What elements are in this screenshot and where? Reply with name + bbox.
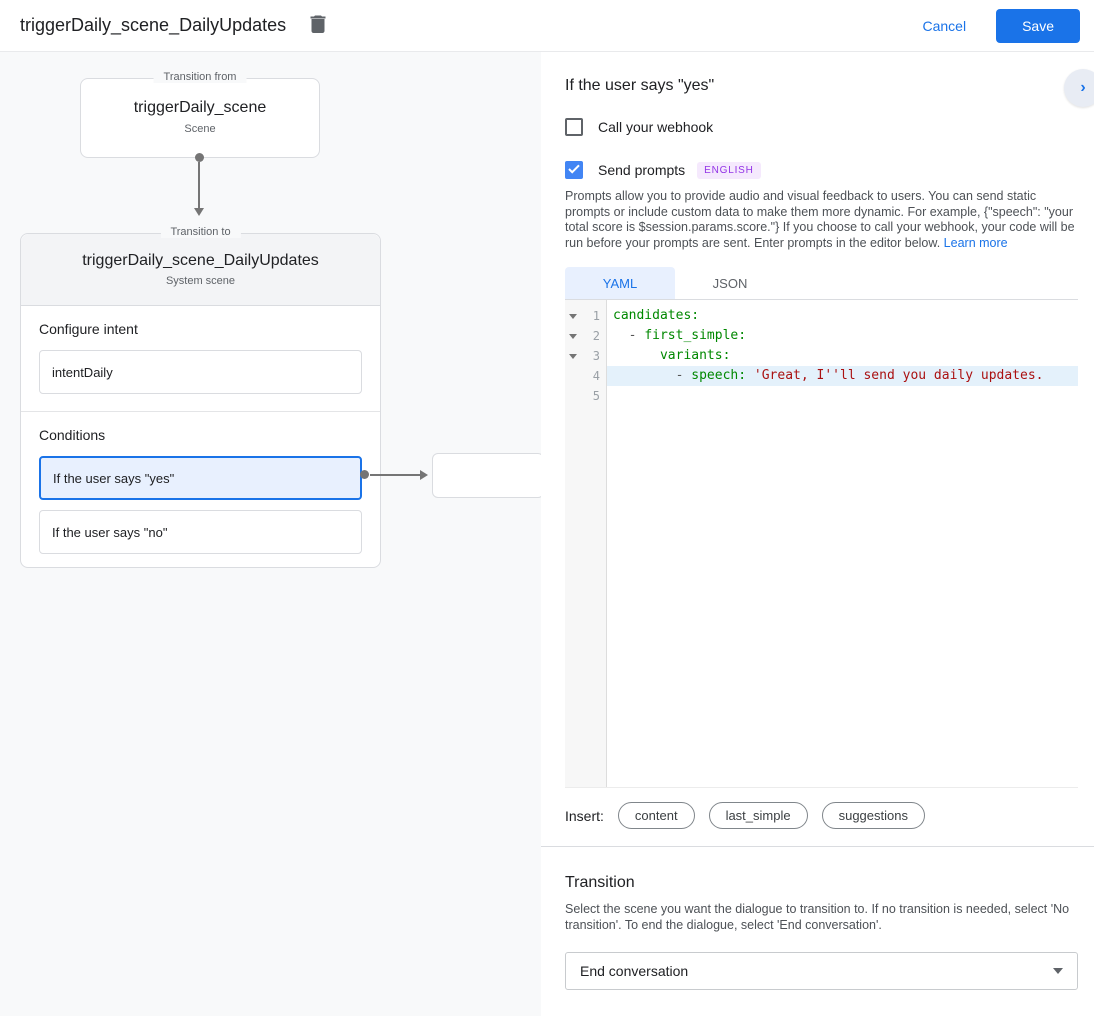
insert-label: Insert: <box>565 807 604 824</box>
top-bar: triggerDaily_scene_DailyUpdates Cancel S… <box>0 0 1094 52</box>
editor-line-gutter: 5 <box>565 386 607 406</box>
trash-icon <box>310 15 326 36</box>
to-scene-subtitle: System scene <box>165 275 236 287</box>
insert-chip-content[interactable]: content <box>617 802 695 830</box>
connector-dot-top <box>195 153 204 162</box>
transition-title: Transition <box>565 874 635 892</box>
fold-arrow-icon[interactable] <box>569 313 577 319</box>
configure-intent-section: Configure intent intentDaily <box>21 306 380 412</box>
editor-line-3[interactable]: 3 variants: <box>565 346 1078 366</box>
line-number: 5 <box>592 389 600 404</box>
transition-to-legend: Transition to <box>160 226 241 238</box>
transition-select[interactable]: End conversation <box>565 951 1078 990</box>
prompts-description-text: Prompts allow you to provide audio and v… <box>565 189 1075 250</box>
tab-json[interactable]: JSON <box>675 267 785 299</box>
editor-line-code <box>607 386 1078 406</box>
transition-description: Select the scene you want the dialogue t… <box>565 902 1070 932</box>
delete-scene-button[interactable] <box>304 12 332 40</box>
line-number: 1 <box>592 309 600 324</box>
editor-gutter <box>565 300 607 788</box>
webhook-checkbox[interactable] <box>565 118 583 136</box>
editor-line-gutter: 1 <box>565 306 607 326</box>
to-scene-header: triggerDaily_scene_DailyUpdates System s… <box>21 234 380 306</box>
fold-arrow-icon[interactable] <box>569 333 577 339</box>
prompts-description: Prompts allow you to provide audio and v… <box>565 189 1078 251</box>
cancel-button[interactable]: Cancel <box>922 17 967 34</box>
transition-select-value: End conversation <box>580 962 689 979</box>
intent-item[interactable]: intentDaily <box>39 350 362 394</box>
line-number: 4 <box>592 369 600 384</box>
fold-arrow-icon[interactable] <box>569 353 577 359</box>
connector-line-horizontal <box>370 474 422 476</box>
webhook-row: Call your webhook <box>565 118 1094 136</box>
editor-format-tabs: YAML JSON <box>565 267 1078 301</box>
line-number: 2 <box>592 329 600 344</box>
editor-line-1[interactable]: 1 candidates: <box>565 306 1078 326</box>
conditions-section: Conditions If the user says "yes" If the… <box>21 412 380 569</box>
editor-line-code: - speech: 'Great, I''ll send you daily u… <box>607 366 1078 387</box>
to-scene-title: triggerDaily_scene_DailyUpdates <box>82 252 319 269</box>
send-prompts-checkbox[interactable] <box>565 161 583 179</box>
conditions-label: Conditions <box>39 427 106 443</box>
next-scene-node[interactable] <box>432 453 541 498</box>
learn-more-link[interactable]: Learn more <box>943 235 1008 250</box>
send-prompts-row: Send prompts ENGLISH <box>565 161 1094 179</box>
section-divider <box>541 846 1094 848</box>
tab-yaml[interactable]: YAML <box>565 267 675 300</box>
transition-to-node: Transition to triggerDaily_scene_DailyUp… <box>20 226 381 569</box>
arrow-down-icon <box>194 208 204 216</box>
transition-from-legend: Transition from <box>153 71 247 83</box>
connector-dot-right <box>360 470 369 479</box>
transition-from-node[interactable]: Transition from triggerDaily_scene Scene <box>80 71 320 158</box>
dropdown-caret-icon <box>1053 967 1063 974</box>
insert-chip-suggestions[interactable]: suggestions <box>821 802 925 830</box>
editor-line-code: - first_simple: <box>613 328 747 344</box>
configure-intent-label: Configure intent <box>39 321 138 337</box>
insert-chip-last_simple[interactable]: last_simple <box>708 802 808 830</box>
editor-line-2[interactable]: 2 - first_simple: <box>565 326 1078 346</box>
from-scene-title: triggerDaily_scene <box>133 99 267 116</box>
editor-line-gutter: 2 <box>565 326 607 346</box>
checkmark-icon <box>568 161 580 179</box>
chevron-right-icon: › <box>1080 79 1086 96</box>
send-prompts-label: Send prompts <box>598 162 686 178</box>
condition-item-no[interactable]: If the user says "no" <box>39 510 362 554</box>
editor-line-4[interactable]: 4 - speech: 'Great, I''ll send you daily… <box>565 366 1078 387</box>
line-number: 3 <box>592 349 600 364</box>
condition-item-yes[interactable]: If the user says "yes" <box>39 456 362 500</box>
page-title: triggerDaily_scene_DailyUpdates <box>20 15 287 35</box>
editor-line-code: variants: <box>659 348 731 364</box>
insert-row: Insert: content last_simple suggestions <box>565 802 1078 830</box>
arrow-right-icon <box>420 470 428 480</box>
insert-chips: content last_simple suggestions <box>617 802 939 830</box>
webhook-label: Call your webhook <box>598 119 714 135</box>
language-badge: ENGLISH <box>697 161 761 179</box>
save-button[interactable]: Save <box>996 8 1080 43</box>
scene-flow-canvas: Transition from triggerDaily_scene Scene… <box>0 52 541 1016</box>
collapse-panel-button[interactable]: › <box>1064 69 1094 107</box>
connector-line-vertical <box>198 162 200 208</box>
editor-line-gutter: 4 <box>565 366 607 386</box>
condition-detail-panel: › If the user says "yes" Call your webho… <box>541 52 1094 1016</box>
from-scene-subtitle: Scene <box>184 123 216 135</box>
editor-line-5[interactable]: 5 <box>565 386 1078 406</box>
editor-line-code: candidates: <box>613 308 700 324</box>
panel-title: If the user says "yes" <box>565 77 715 94</box>
editor-line-gutter: 3 <box>565 346 607 366</box>
